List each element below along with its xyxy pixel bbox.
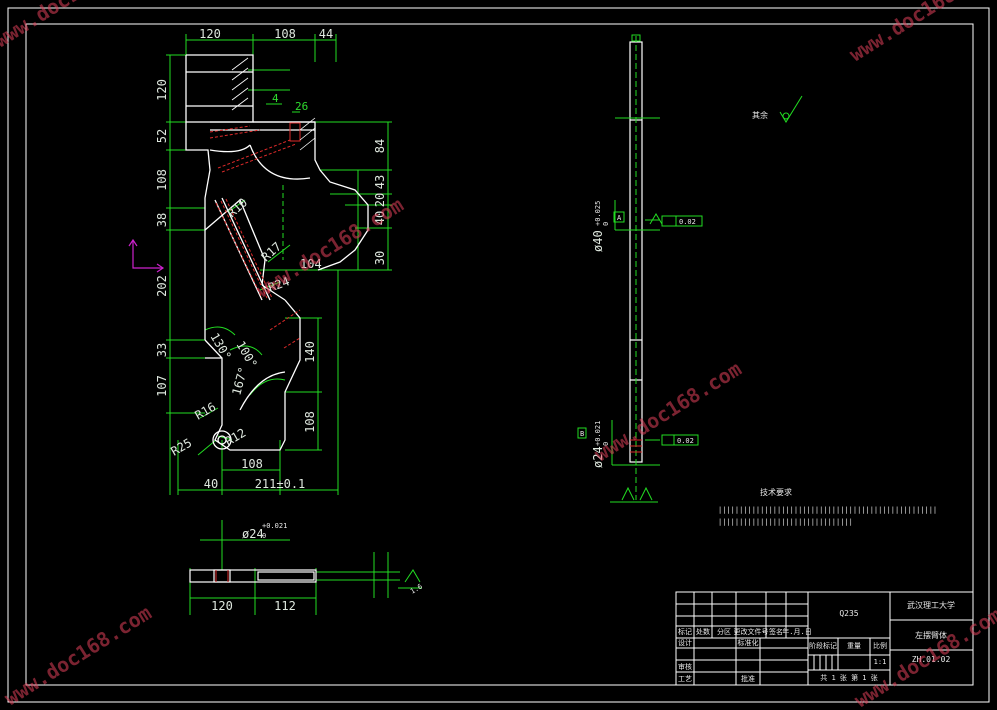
bottom-tol-lower: 0 bbox=[262, 532, 266, 540]
dim-right-40: 40 bbox=[373, 211, 387, 225]
tb-header-1: 处数 bbox=[696, 627, 710, 636]
front-view: 120 108 44 26 4 120 52 108 38 202 33 107… bbox=[128, 27, 392, 495]
title-block: Q235 武汉理工大学 左摆臂体 ZH.01.02 1:1 共 1 张 第 1 … bbox=[675, 591, 974, 686]
tb-stage-1: 重量 bbox=[847, 642, 861, 650]
part-name-text: 左摆臂体 bbox=[915, 630, 947, 640]
sheets-text: 共 1 张 第 1 张 bbox=[820, 673, 878, 682]
dim-4: 4 bbox=[272, 92, 279, 105]
tb-header-0: 标记 bbox=[678, 627, 692, 636]
tb-role-0: 设计 bbox=[678, 638, 692, 647]
tb-header-4: 签名 bbox=[769, 627, 783, 636]
dim-left-38: 38 bbox=[155, 213, 169, 227]
dim-right-30: 30 bbox=[373, 251, 387, 265]
radius-r12: R12 bbox=[223, 426, 249, 449]
side-tol1-lower: 0 bbox=[602, 222, 610, 226]
bottom-dim-112: 112 bbox=[274, 599, 296, 613]
radius-r24: R24 bbox=[266, 274, 291, 295]
roughness-label: 其余 bbox=[752, 110, 768, 120]
title-block-grid bbox=[675, 591, 974, 686]
left-dim-labels: 120 52 108 38 202 33 107 bbox=[155, 79, 169, 397]
tb-role-1: 审核 bbox=[678, 662, 692, 671]
dim-108-right: 108 bbox=[303, 411, 317, 433]
tb-header-5: 年.月.日 bbox=[782, 627, 811, 636]
dim-right-20: 20 bbox=[373, 193, 387, 207]
tb-header-2: 分区 bbox=[717, 627, 731, 636]
side-tol1-upper: +0.025 bbox=[594, 201, 602, 226]
dim-26: 26 bbox=[295, 100, 308, 113]
tb-role2-1: 批准 bbox=[741, 674, 755, 683]
datum-b: B bbox=[580, 430, 584, 438]
radius-labels: R10 R17 R24 R16 R25 R12 bbox=[169, 195, 292, 458]
radius-r17: R17 bbox=[259, 239, 284, 264]
scale-text: 1:1 bbox=[874, 658, 887, 666]
watermark-6: www.doc168.com bbox=[850, 603, 997, 710]
side-dia1: ø40 bbox=[591, 230, 605, 252]
radius-r16: R16 bbox=[193, 400, 219, 423]
geo-tol-2: 0.02 bbox=[677, 437, 694, 445]
dim-left-108: 108 bbox=[155, 169, 169, 191]
radius-r25: R25 bbox=[169, 436, 195, 459]
dim-left-120: 120 bbox=[155, 79, 169, 101]
dim-bottom-211: 211±0.1 bbox=[255, 477, 306, 491]
dim-left-33: 33 bbox=[155, 343, 169, 357]
watermark-4: www.doc168.com bbox=[590, 357, 746, 467]
tech-requirements: 技术要求 |||||||||||||||||||||||||||||||||||… bbox=[718, 487, 937, 526]
drawing-no-text: ZH.01.02 bbox=[912, 655, 951, 664]
dim-right-84: 84 bbox=[373, 139, 387, 153]
side-view: 其余 +0.025 0 ø40 +0.021 0 ø24 A B 0.02 0.… bbox=[577, 34, 803, 503]
tb-role2-0: 标准化 bbox=[738, 638, 759, 647]
dim-left-107: 107 bbox=[155, 375, 169, 397]
watermark-5: www.doc168.com bbox=[0, 601, 156, 710]
dim-top-44: 44 bbox=[319, 27, 333, 41]
side-hatch bbox=[630, 439, 642, 453]
bottom-small-note: 1.6 bbox=[409, 582, 424, 595]
angle-labels: 130° 100° 167° bbox=[207, 331, 260, 397]
tech-line-2: |||||||||||||||||||||||||||||||| bbox=[718, 518, 853, 526]
dim-140: 140 bbox=[303, 341, 317, 363]
bottom-dim-120: 120 bbox=[211, 599, 233, 613]
bottom-view: ø24 +0.021 0 120 112 1.6 bbox=[189, 520, 424, 615]
bottom-dia-label: ø24 bbox=[242, 527, 264, 541]
section-hatch bbox=[209, 122, 301, 349]
bottom-tol-upper: +0.021 bbox=[262, 522, 287, 530]
tech-title: 技术要求 bbox=[760, 487, 792, 497]
side-tol2-lower: 0 bbox=[602, 442, 610, 446]
tb-stage-0: 阶段标记 bbox=[809, 641, 837, 650]
side-tol2-upper: +0.021 bbox=[594, 421, 602, 446]
school-text: 武汉理工大学 bbox=[907, 600, 955, 610]
dim-left-202: 202 bbox=[155, 275, 169, 297]
right-dim-labels: 84 43 20 40 30 bbox=[373, 139, 387, 265]
white-hatch bbox=[231, 57, 316, 151]
outer-border bbox=[7, 7, 990, 703]
side-dimension-lines bbox=[577, 34, 803, 503]
tb-role-2: 工艺 bbox=[678, 675, 692, 683]
tb-header-3: 更改文件号 bbox=[734, 627, 769, 636]
dim-left-52: 52 bbox=[155, 129, 169, 143]
material-text: Q235 bbox=[839, 609, 858, 618]
bottom-dimension-lines bbox=[189, 520, 422, 615]
dim-top-120: 120 bbox=[199, 27, 221, 41]
ucs-icon bbox=[128, 238, 165, 273]
tb-stage-2: 比例 bbox=[873, 641, 887, 650]
angle-167: 167° bbox=[229, 365, 250, 397]
watermark-2: www.doc168.com bbox=[845, 0, 997, 66]
dim-bottom-108: 108 bbox=[241, 457, 263, 471]
geo-tol-1: 0.02 bbox=[679, 218, 696, 226]
dim-right-43: 43 bbox=[373, 175, 387, 189]
tech-line-1: ||||||||||||||||||||||||||||||||||||||||… bbox=[718, 506, 937, 514]
side-dia2: ø24 bbox=[591, 446, 605, 468]
bottom-outline bbox=[189, 569, 317, 583]
dim-104: 104 bbox=[300, 257, 322, 271]
bottom-hatch bbox=[215, 570, 229, 582]
dim-top-108: 108 bbox=[274, 27, 296, 41]
dim-bottom-40: 40 bbox=[204, 477, 218, 491]
inner-border bbox=[25, 23, 974, 686]
datum-a: A bbox=[617, 214, 622, 222]
